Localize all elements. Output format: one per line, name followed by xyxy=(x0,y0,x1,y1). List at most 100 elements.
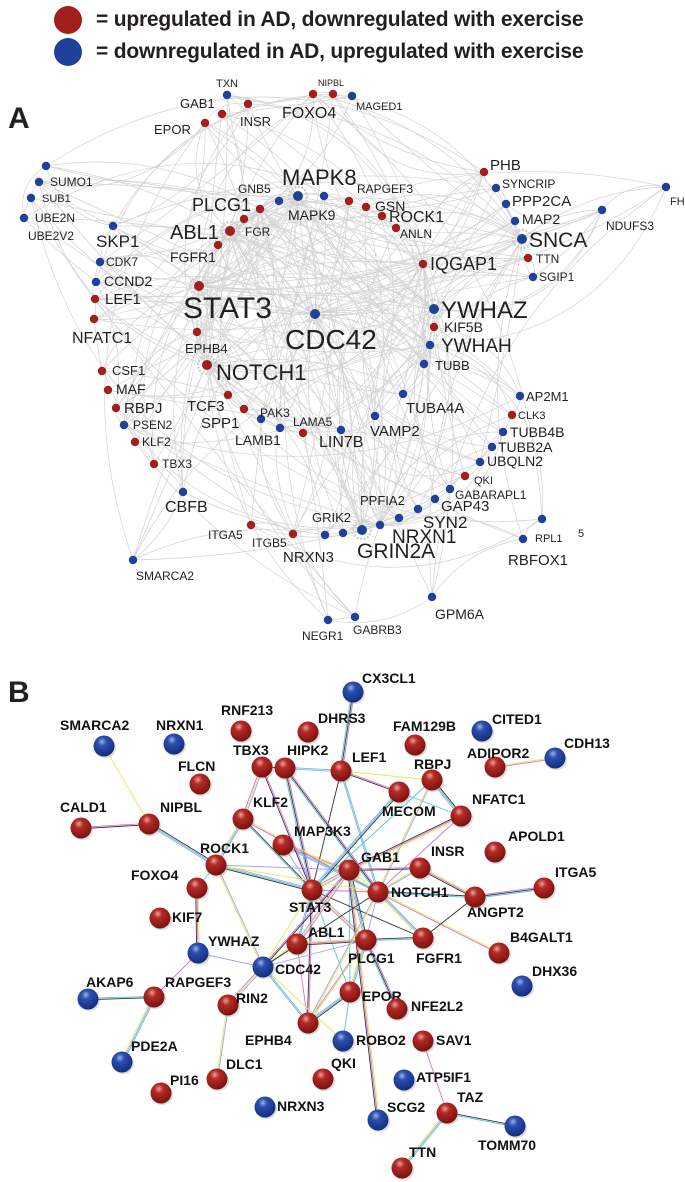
node-label: SGIP1 xyxy=(539,270,575,284)
node-tubb2a: TUBB2A xyxy=(487,439,553,455)
blue-node-icon xyxy=(41,161,51,171)
node-label: FAM129B xyxy=(393,718,456,734)
blue-node-icon xyxy=(310,309,320,319)
node-nrxn3: NRXN3 xyxy=(283,530,334,566)
blue-sphere-node-icon xyxy=(342,681,364,703)
blue-node-icon xyxy=(128,555,138,565)
edge xyxy=(196,230,231,396)
edge xyxy=(198,171,667,287)
blue-node-icon xyxy=(256,414,266,424)
node-fh: FH xyxy=(661,182,685,208)
node-label: SNCA xyxy=(529,229,587,252)
node-label: NFATC1 xyxy=(72,330,132,347)
blue-node-icon xyxy=(19,213,29,223)
red-node-icon xyxy=(217,109,227,119)
blue-node-icon xyxy=(293,191,303,201)
edge xyxy=(308,892,379,1024)
edge xyxy=(308,940,367,1024)
node-cited1: CITED1 xyxy=(471,711,542,743)
node-syn2: SYN2 xyxy=(394,513,467,532)
edge xyxy=(310,790,399,890)
edge xyxy=(149,822,217,865)
blue-node-icon xyxy=(597,205,607,215)
edge xyxy=(349,868,421,872)
node-label: CSF1 xyxy=(112,363,145,378)
red-sphere-node-icon xyxy=(70,817,92,839)
blue-node-icon xyxy=(475,457,485,467)
node-syncrip: SYNCRIP xyxy=(491,177,555,193)
edge xyxy=(297,940,367,946)
edge xyxy=(433,209,603,311)
red-sphere-node-icon xyxy=(412,1030,434,1052)
node-notch1: NOTCH1 xyxy=(196,354,306,385)
edge xyxy=(308,313,344,534)
node-ubqln2: UBQLN2 xyxy=(475,453,543,469)
node-sav1: SAV1 xyxy=(412,1030,472,1053)
panel-b-letter: B xyxy=(8,676,30,709)
node-gab1: GAB1 xyxy=(180,96,227,119)
edge xyxy=(262,967,308,1024)
edge xyxy=(292,344,431,535)
hub-ring-icon xyxy=(196,354,218,376)
node-label: LIN7B xyxy=(319,434,363,451)
node-map3k3: MAP3K3 xyxy=(272,823,351,857)
edge xyxy=(87,995,154,999)
node-clk3: CLK3 xyxy=(507,410,546,422)
node-label: NOTCH1 xyxy=(391,884,449,900)
blue-node-icon xyxy=(429,304,439,314)
edge xyxy=(198,195,299,287)
edge xyxy=(88,997,155,1001)
node-notch1: NOTCH1 xyxy=(367,881,449,904)
edge xyxy=(215,864,379,893)
legend-label: = downregulated in AD, upregulated with … xyxy=(96,40,584,63)
node-ywhaz: YWHAZ xyxy=(187,933,260,965)
edge xyxy=(204,122,299,197)
edge xyxy=(360,171,485,531)
node-taz: TAZ xyxy=(436,1089,484,1125)
edge xyxy=(229,230,344,534)
edge xyxy=(197,952,264,968)
node-klf2: KLF2 xyxy=(232,794,288,831)
edge xyxy=(292,313,331,535)
node-insr: INSR xyxy=(240,99,271,129)
edge xyxy=(229,103,249,232)
red-sphere-node-icon xyxy=(297,1012,319,1034)
edge xyxy=(132,529,326,561)
blue-sphere-node-icon xyxy=(187,942,209,964)
node-label: YWHAH xyxy=(441,336,512,357)
edge xyxy=(284,767,313,891)
red-circle-icon xyxy=(54,6,82,34)
hub-ring-icon xyxy=(511,228,533,250)
red-node-icon xyxy=(246,520,256,530)
edge xyxy=(182,208,261,493)
red-node-icon xyxy=(507,410,517,420)
edge xyxy=(285,767,314,890)
edge xyxy=(433,257,529,310)
node-label: GAB1 xyxy=(361,849,400,865)
blue-node-icon xyxy=(336,425,346,435)
edge xyxy=(107,313,316,397)
node-cdc42: CDC42 xyxy=(252,956,321,979)
red-node-icon xyxy=(344,196,354,206)
edge xyxy=(601,185,667,211)
edge xyxy=(505,203,603,225)
blue-node-icon xyxy=(413,504,423,514)
node-cdc42: CDC42 xyxy=(285,303,377,355)
edge xyxy=(221,95,353,115)
node-label: NOTCH1 xyxy=(216,360,306,385)
node-label: SKP1 xyxy=(96,232,139,251)
edge xyxy=(297,870,351,946)
node-cx3cl1: CX3CL1 xyxy=(342,670,416,704)
node-ndufs3: NDUFS3 xyxy=(597,205,654,233)
node-label: ROCK1 xyxy=(200,840,249,856)
edge xyxy=(206,364,329,621)
edge xyxy=(134,238,523,444)
edge xyxy=(247,103,523,240)
edge xyxy=(297,195,435,310)
red-node-icon xyxy=(523,253,533,263)
edge xyxy=(307,939,366,1023)
node-label: CDC42 xyxy=(275,961,321,977)
node-label: STAT3 xyxy=(183,292,272,325)
node-label: 5 xyxy=(578,528,584,540)
